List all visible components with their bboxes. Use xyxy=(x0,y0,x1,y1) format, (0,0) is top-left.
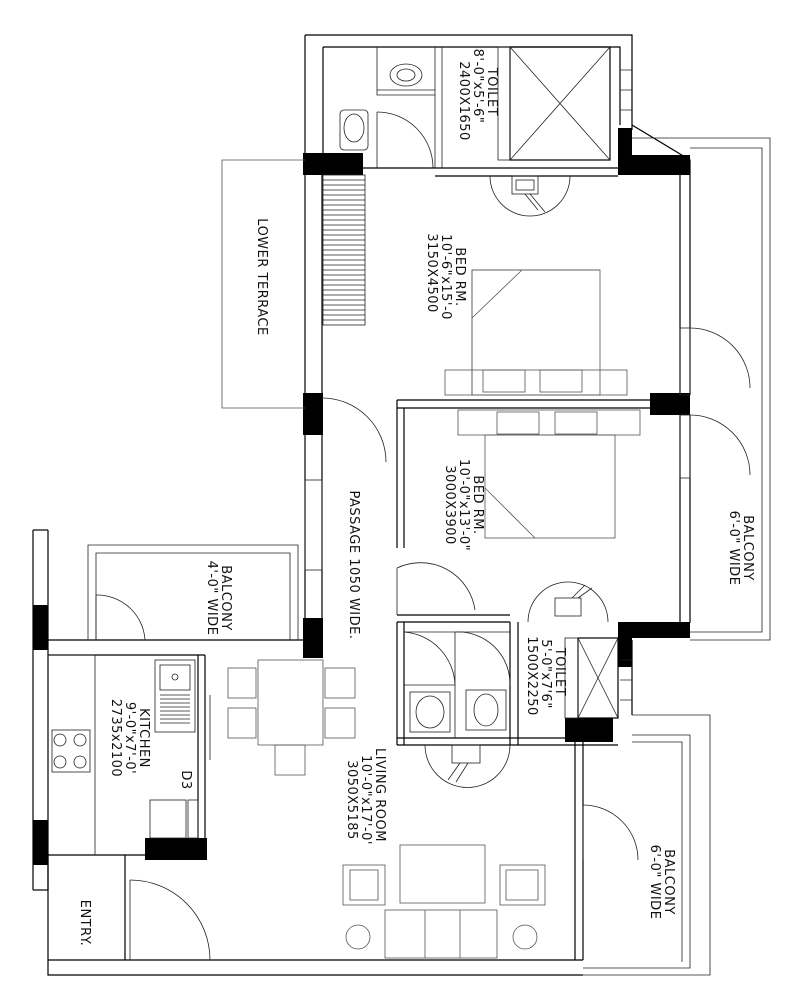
toilet-mid-dims-metric: 1500X2250 xyxy=(524,636,539,716)
entry xyxy=(129,879,211,961)
passage-label: PASSAGE 1050 WIDE. xyxy=(346,491,361,640)
living-room-dims-imperial: 10'-0"x17'-0' xyxy=(358,755,373,845)
structural-columns xyxy=(33,128,690,865)
lower-terrace-label: LOWER TERRACE xyxy=(254,218,269,335)
toilet-mid-label: TOILET xyxy=(552,647,567,696)
toilet-mid-area xyxy=(396,581,632,788)
toilet-top-label: TOILET xyxy=(484,67,499,116)
staircase-treads xyxy=(323,179,365,321)
toilet-top-area xyxy=(339,46,632,217)
balcony-right-width: 6'-0" WIDE xyxy=(726,511,741,586)
lower-terrace xyxy=(221,159,366,409)
kitchen-label: KITCHEN xyxy=(136,708,151,768)
bedroom-2 xyxy=(396,399,751,623)
toilet-mid-dims-imperial: 5'-0"x7'6" xyxy=(538,639,553,709)
toilet-top-dims-metric: 2400X1650 xyxy=(456,61,471,141)
balcony-bottom-width: 6'-0" WIDE xyxy=(647,845,662,920)
bedroom-1-dims-metric: 3150X4500 xyxy=(424,233,439,313)
kitchen-dims-imperial: 9'-0"x7'-0' xyxy=(122,702,137,774)
balcony-bottom xyxy=(583,714,711,976)
bedroom-1-dims-imperial: 10'-6"x15'-0 xyxy=(438,234,453,320)
balcony-left-label: BALCONY xyxy=(218,565,233,631)
bedroom-2-dims-imperial: 10'-0"x13'-0" xyxy=(456,459,471,551)
bedroom-1-label: BED RM. xyxy=(452,247,467,306)
living-room-dims-metric: 3050X5185 xyxy=(344,760,359,840)
kitchen-dims-metric: 2735x2100 xyxy=(108,699,123,777)
entry-label: ENTRY. xyxy=(77,900,92,947)
door-tag-d3: D3 xyxy=(178,770,193,789)
living-room xyxy=(342,742,639,960)
bedroom-2-dims-metric: 3000X3900 xyxy=(442,465,457,545)
bedroom-1 xyxy=(444,269,751,396)
balcony-bottom-label: BALCONY xyxy=(661,849,676,915)
kitchen-area xyxy=(48,544,299,855)
balcony-right-label: BALCONY xyxy=(740,515,755,581)
balcony-left-width: 4'-0" WIDE xyxy=(204,561,219,636)
balcony-right xyxy=(632,137,771,641)
toilet-top-dims-imperial: 8'-0"x5'-6" xyxy=(470,49,485,124)
bedroom-2-label: BED RM. xyxy=(470,475,485,534)
living-room-label: LIVING ROOM xyxy=(372,748,387,842)
passage xyxy=(304,397,387,571)
dining-set xyxy=(227,659,356,776)
